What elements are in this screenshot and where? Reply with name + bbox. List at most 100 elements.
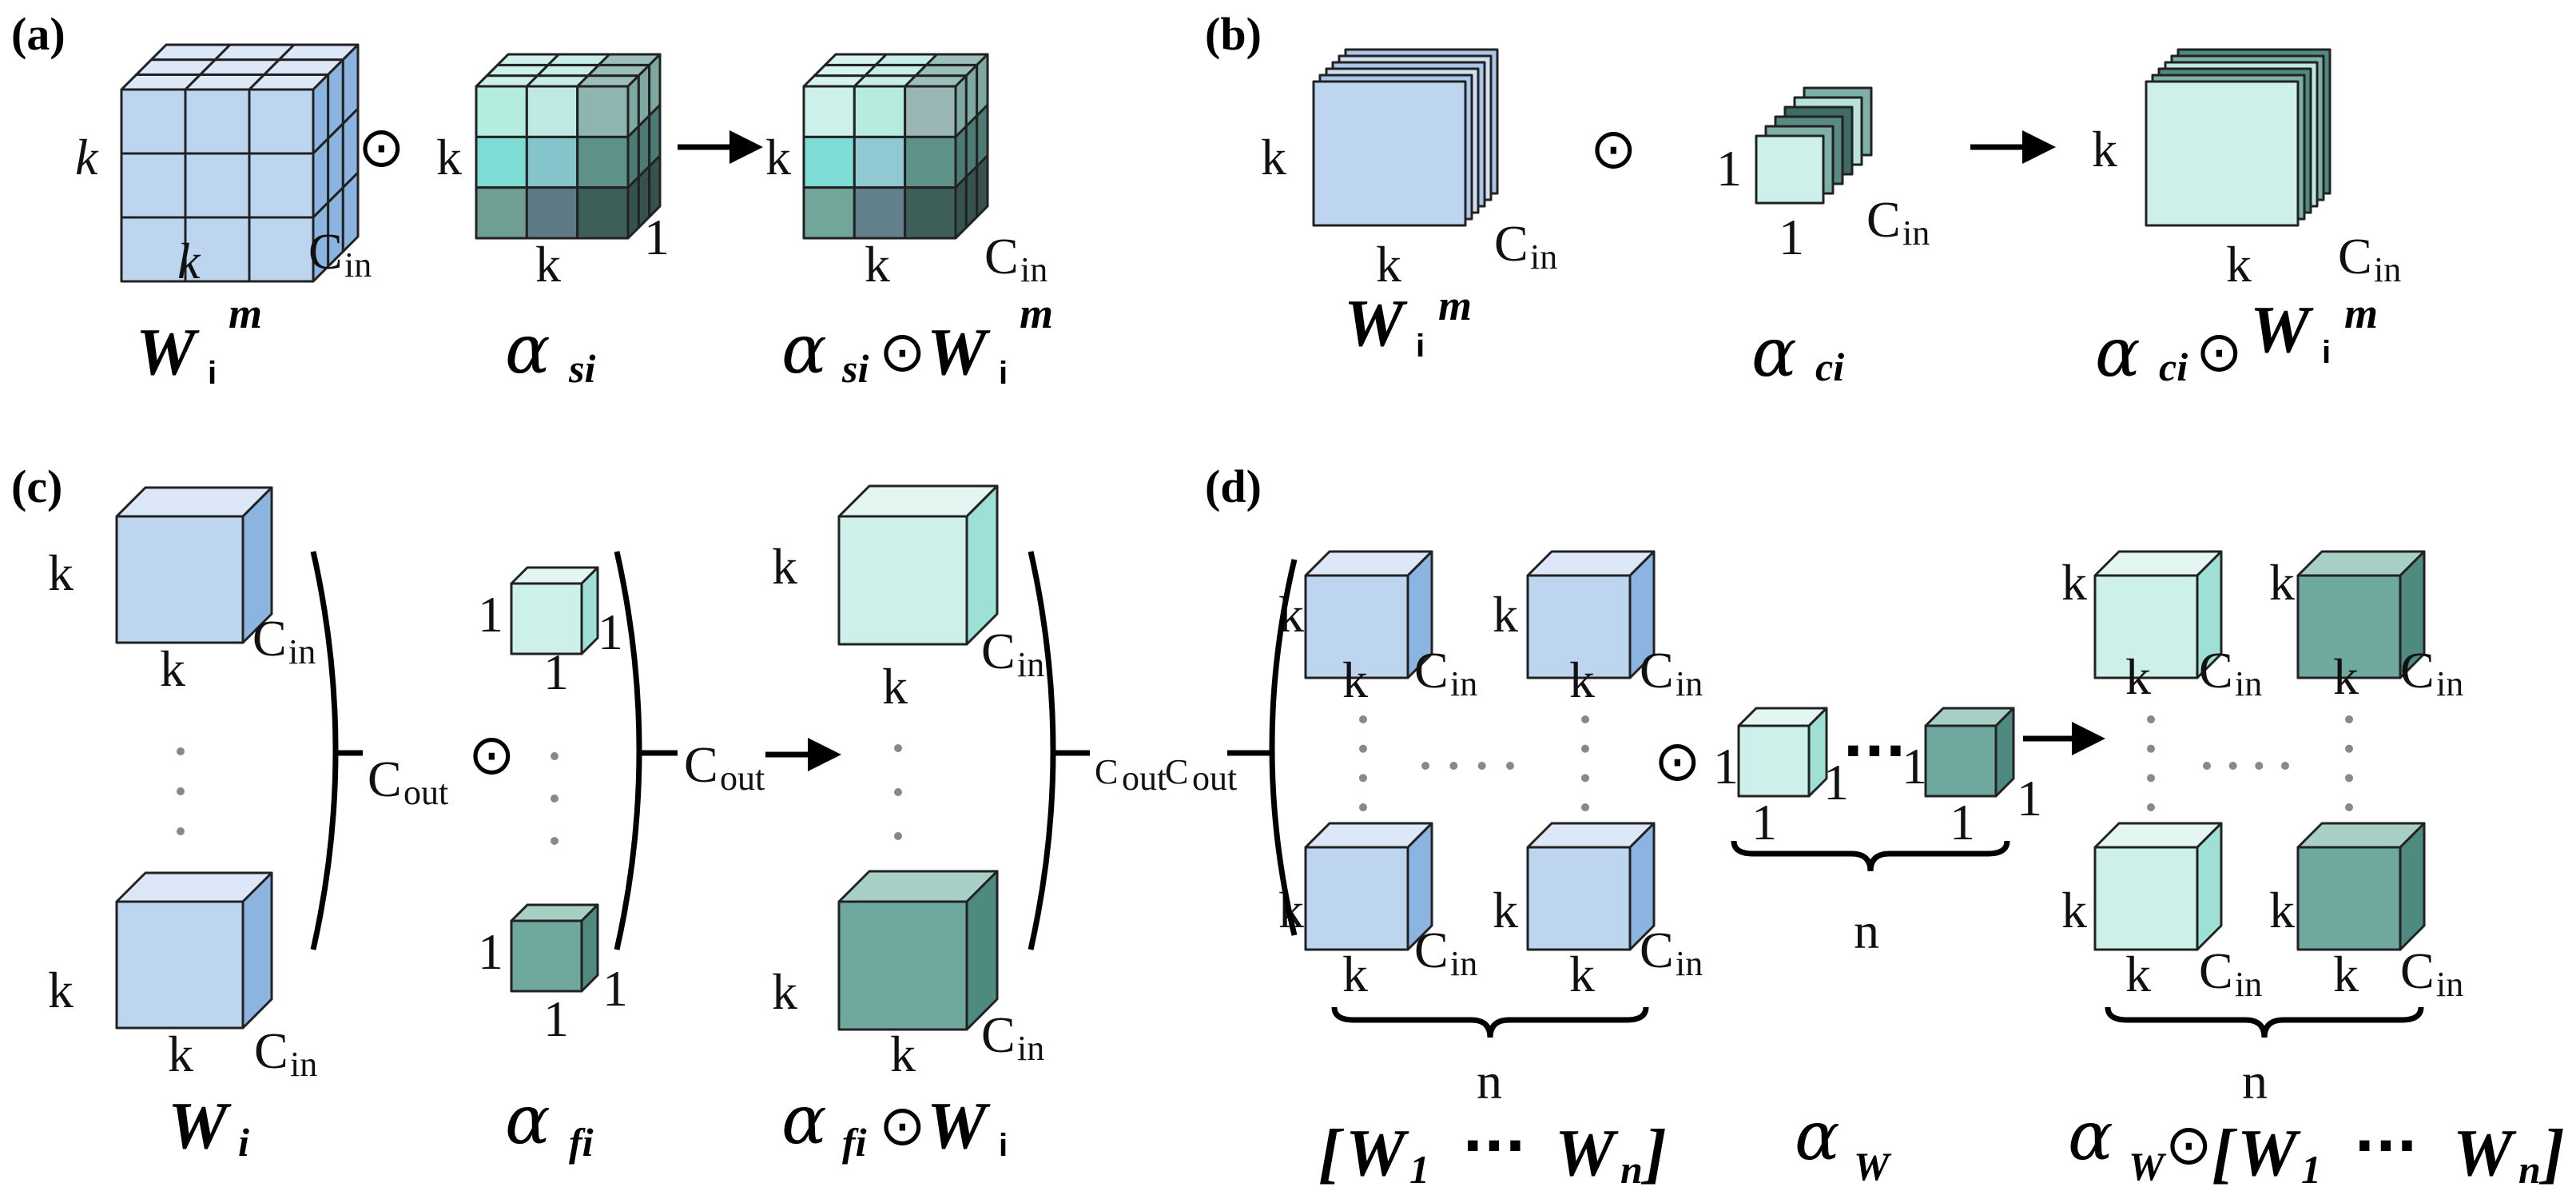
one-label-d1: 1 [1713, 738, 1739, 795]
svg-text:C: C [2199, 642, 2233, 699]
one-label-c1: 1 [478, 586, 503, 643]
svg-text:out: out [720, 759, 765, 798]
cin-label-c4: C in [981, 1006, 1044, 1068]
spatial-grid-cube-front-cell [475, 186, 528, 240]
svg-text:in: in [1450, 664, 1477, 703]
weight-grid-cube-front-cell [184, 88, 251, 155]
ellipsis-d1: ··· [1843, 719, 1906, 784]
c-labels: k k C in k k C in C out ⊙ 1 1 1 1 1 1 C … [48, 538, 1237, 1084]
svg-text:m: m [229, 289, 262, 337]
kernel-attn-cube-1 [1737, 707, 1828, 798]
weighted-kernel-cube-3-side [2196, 822, 2223, 951]
weight-grid-cube-front-cell [184, 152, 251, 219]
kernel-attn-cube-1-front [1737, 724, 1811, 798]
k-label-b4: k [2226, 236, 2252, 293]
svg-text:⊙: ⊙ [2196, 319, 2243, 384]
kernel-cube-3 [1304, 822, 1433, 951]
paren-c-weighted [1028, 551, 1056, 950]
svg-text:m: m [1438, 281, 1472, 329]
cin-label-b2: C in [1866, 191, 1930, 253]
kernel-cube-1 [1304, 550, 1433, 679]
k-label-d13: k [2061, 882, 2087, 938]
svg-text:i: i [208, 356, 217, 391]
kernel-cube-1-front [1304, 574, 1409, 679]
brace-d-attn [1731, 840, 2010, 872]
one-label-d4: 1 [1902, 738, 1927, 795]
svg-text:W: W [2453, 1116, 2517, 1190]
formula-alpha-si-odot-w: α si ⊙ W i m [781, 289, 1053, 391]
kernel-attn-cube-n-front [1924, 724, 1998, 798]
channel-slab-stack [1755, 86, 1873, 205]
svg-text:W: W [1346, 1116, 1409, 1190]
k-label-c5: k [772, 538, 797, 595]
vdots-d3 [2147, 774, 2155, 783]
k-label-b2: k [1376, 236, 1401, 293]
svg-text:W: W [927, 315, 991, 389]
spatial-grid-cube-front-cell [475, 135, 528, 189]
k-label-c8: k [890, 1026, 916, 1082]
k-label-d14: k [2125, 946, 2151, 1002]
weighted-kernel-cube-2-front [2296, 574, 2402, 679]
svg-text:in: in [2235, 664, 2262, 703]
weighted-grid-cube-side-cell [976, 154, 989, 218]
svg-text:out: out [1192, 759, 1237, 798]
svg-text:]: ] [1640, 1116, 1667, 1190]
svg-text:out: out [1122, 759, 1167, 798]
kernel-cube-4-front [1526, 846, 1632, 951]
hdots-d2 [2228, 762, 2237, 770]
kernel-attn-cube-n [1924, 707, 2015, 798]
svg-text:C: C [684, 736, 718, 793]
vdots-c2 [551, 837, 559, 845]
weight-cube-a [120, 43, 360, 283]
weighted-slab-stack [2145, 48, 2332, 227]
vertical-dots-group [177, 715, 2353, 845]
vdots-d2 [1581, 803, 1589, 811]
svg-text:in: in [1450, 944, 1477, 983]
weighted-grid-cube-side-cell [964, 165, 979, 229]
svg-text:si: si [568, 346, 595, 391]
channel-attention-stack [1755, 86, 1873, 205]
svg-text:in: in [1017, 645, 1044, 684]
k-label-d11: k [2269, 554, 2295, 611]
weight-grid-cube-front-cell [120, 88, 187, 155]
formula-w1-wn-bracket: [ W 1 ··· W n ] [1318, 1113, 1667, 1192]
cin-label-a3: C in [984, 228, 1047, 289]
filter-cube-bottom-side [241, 871, 273, 1030]
hdots-d1 [1506, 762, 1514, 770]
svg-text:]: ] [2538, 1116, 2565, 1190]
svg-text:α: α [2068, 1097, 2113, 1175]
one-label-c3: 1 [598, 603, 623, 660]
weighted-kernel-cube-3 [2093, 822, 2223, 951]
filter-cube-bottom [115, 871, 273, 1030]
svg-text:α: α [781, 1081, 827, 1159]
weight-slab-stack [1312, 48, 1499, 227]
svg-text:C: C [981, 1006, 1016, 1063]
weight-grid-cube [120, 43, 360, 283]
k-label-a1: k [75, 129, 99, 185]
weighted-grid-cube-side-cell [954, 175, 968, 240]
filter-attn-cube-top-side [580, 566, 599, 655]
vdots-d4 [2345, 744, 2353, 753]
cin-label-c1: C in [252, 610, 316, 671]
svg-text:⊙: ⊙ [2165, 1112, 2212, 1177]
cout-cout-label: C out C out [1095, 752, 1237, 798]
hdots-d1 [1449, 762, 1458, 770]
k-label-d15: k [2269, 882, 2295, 938]
vdots-c1 [177, 787, 185, 795]
weight-stack-b [1312, 48, 1499, 227]
one-label-c5: 1 [543, 990, 569, 1047]
d-labels: k k C in k k C in k k C in k k C in ⊙ 1 … [1278, 554, 2463, 1109]
kernel-cube-4 [1526, 822, 1656, 951]
svg-text:C: C [252, 610, 287, 667]
spatial-grid-cube-front-cell [576, 135, 630, 189]
svg-text:C: C [1640, 922, 1674, 978]
filter-cube-top [115, 486, 273, 644]
cin-label-a1: C in [308, 223, 372, 285]
weighted-kernel-cube-4-front [2296, 846, 2402, 951]
vdots-d3 [2147, 715, 2155, 723]
svg-text:C: C [2400, 642, 2435, 699]
weighted-grid-cube-front-cell [853, 186, 907, 240]
hdots-d2 [2203, 762, 2211, 770]
one-label-c2: 1 [543, 643, 569, 700]
vdots-c3 [894, 744, 902, 752]
